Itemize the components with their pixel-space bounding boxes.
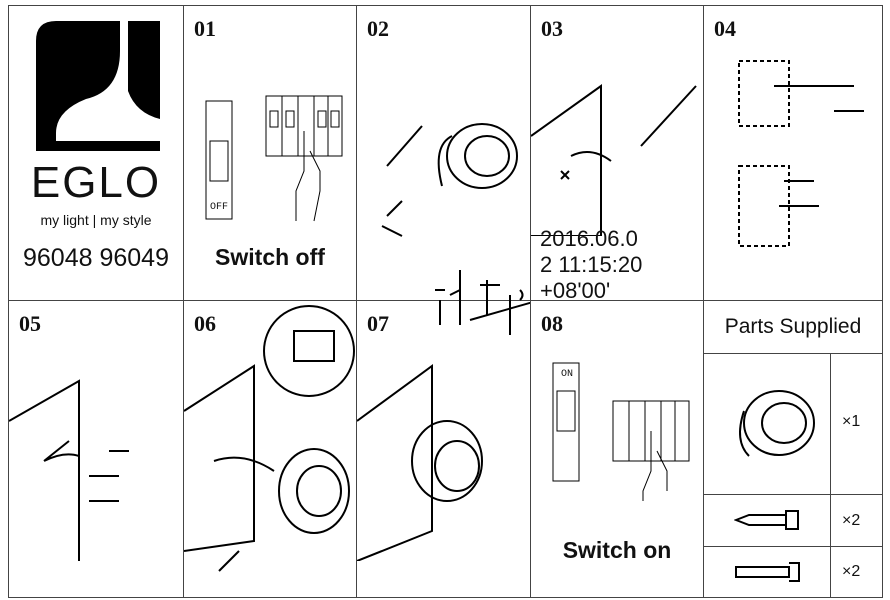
brand-name: EGLO [30, 158, 162, 207]
switch-label-off: OFF [210, 202, 229, 213]
step-number: 02 [367, 16, 389, 41]
step-08: 08 ON Switch on [530, 300, 704, 598]
timestamp-line1: 2016.06.0 [540, 226, 638, 251]
model-numbers: 96048 96049 [23, 244, 169, 272]
brand-tagline: my light | my style [40, 212, 152, 228]
step-caption: Switch on [562, 537, 672, 563]
qty-wall-plug: ×2 [842, 563, 861, 580]
step-number: 07 [367, 311, 389, 336]
brand-panel: EGLO my light | my style 96048 96049 [8, 5, 184, 301]
mounted-lamp-icon [357, 364, 483, 561]
step-07: 07 [356, 300, 531, 598]
timestamp-line3: +08'00' [540, 278, 611, 303]
handwritten-signature [435, 270, 530, 335]
drilling-icon [738, 60, 864, 247]
qty-lamp: ×1 [842, 413, 861, 430]
breaker-off-icon [205, 95, 343, 222]
step-05: 05 [8, 300, 184, 598]
eglo-logo-icon [36, 21, 160, 151]
parts-panel: Parts Supplied ×1 ×2 ×2 [703, 300, 883, 598]
step-04: 04 [703, 5, 883, 301]
timestamp-line2: 2 11:15:20 [540, 252, 643, 277]
step-caption: Switch off [215, 244, 325, 270]
switch-label-on: ON [561, 369, 574, 380]
screw-part-icon [734, 510, 799, 530]
screw-mount-icon [9, 379, 129, 561]
step-number: 06 [194, 311, 216, 336]
step-number: 01 [194, 16, 216, 41]
step-02: 02 [356, 5, 531, 301]
breaker-on-icon [552, 362, 690, 501]
step-06: 06 [183, 300, 357, 598]
step-number: 08 [541, 311, 563, 336]
lamp-bracket-icon [381, 123, 518, 237]
step-number: 05 [19, 311, 41, 336]
wiring-icon [184, 305, 355, 572]
step-number: 03 [541, 16, 563, 41]
step-01: 01 OFF Switch off [183, 5, 357, 301]
parts-title: Parts Supplied [724, 315, 862, 338]
wall-marking-icon [531, 84, 697, 236]
qty-screw: ×2 [842, 512, 861, 529]
wall-plug-part-icon [735, 562, 800, 582]
step-number: 04 [714, 16, 736, 41]
lamp-part-icon [739, 390, 815, 457]
